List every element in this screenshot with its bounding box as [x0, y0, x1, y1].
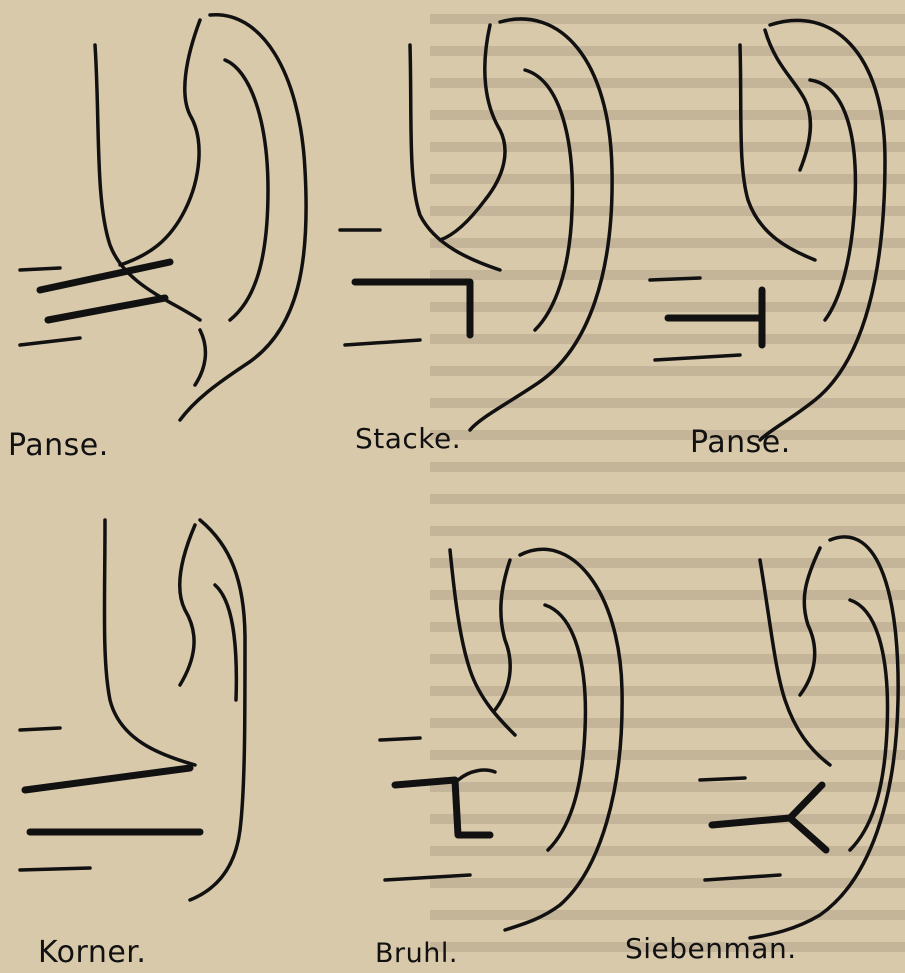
- ear-figure-siebenman: [700, 537, 898, 938]
- caption-bruhl: Bruhl.: [375, 938, 458, 969]
- caption-stacke: Stacke.: [355, 422, 461, 455]
- ear-figure-panse-2: [650, 20, 885, 440]
- ear-figure-panse-1: [20, 15, 306, 420]
- ear-figure-bruhl: [380, 549, 622, 930]
- ear-figure-korner: [20, 520, 245, 900]
- ear-figure-stacke: [340, 19, 612, 430]
- caption-korner: Korner.: [38, 935, 146, 970]
- caption-panse-1: Panse.: [8, 428, 109, 463]
- caption-panse-2: Panse.: [690, 425, 791, 460]
- caption-siebenman: Siebenman.: [625, 932, 797, 965]
